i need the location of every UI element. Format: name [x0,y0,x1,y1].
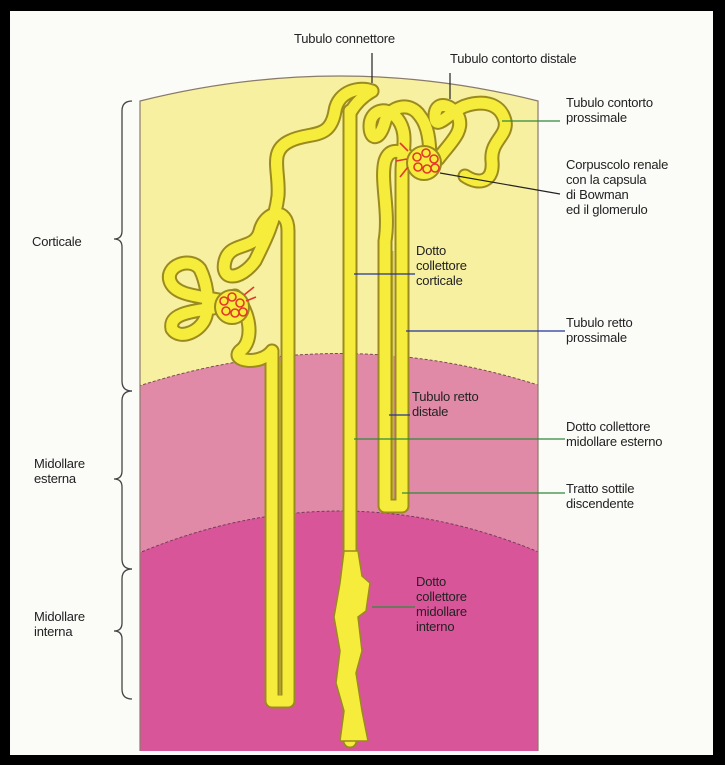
label-line: esterna [34,471,85,486]
label-line: Tubulo contorto [566,95,653,110]
diagram-frame: Corticale Midollare esterna Midollare in… [10,11,713,755]
label-line: Tratto sottile [566,481,634,496]
label-distal-convoluted-tubule: Tubulo contorto distale [450,51,576,66]
label-line: Dotto collettore [566,419,662,434]
inner-medulla-brace [114,569,132,699]
label-line: di Bowman [566,187,668,202]
label-renal-corpuscle: Corpuscolo renale con la capsula di Bowm… [566,157,668,217]
label-line: interna [34,624,85,639]
label-proximal-straight-tubule: Tubulo retto prossimale [566,315,633,345]
label-line: interno [416,619,467,634]
label-distal-straight-tubule: Tubulo retto distale [412,389,479,419]
label-line: prossimale [566,110,653,125]
label-inner-medulla: Midollare interna [34,609,85,639]
label-line: collettore [416,589,467,604]
label-line: Tubulo retto [566,315,633,330]
label-thin-descending-limb: Tratto sottile discendente [566,481,634,511]
label-outer-medullary-collecting-duct: Dotto collettore midollare esterno [566,419,662,449]
label-line: Dotto [416,243,467,258]
label-line: Dotto [416,574,467,589]
label-line: discendente [566,496,634,511]
label-line: collettore [416,258,467,273]
label-line: Midollare [34,456,85,471]
label-cortex: Corticale [32,234,82,249]
label-line: midollare [416,604,467,619]
cortex-brace [114,101,132,391]
outer-medulla-brace [114,391,132,569]
label-line: distale [412,404,479,419]
label-line: Tubulo retto [412,389,479,404]
label-connecting-tubule: Tubulo connettore [294,31,395,46]
region-braces [114,101,132,699]
label-line: midollare esterno [566,434,662,449]
label-inner-medullary-collecting-duct: Dotto collettore midollare interno [416,574,467,634]
label-line: Midollare [34,609,85,624]
label-proximal-convoluted-tubule: Tubulo contorto prossimale [566,95,653,125]
label-line: corticale [416,273,467,288]
label-line: prossimale [566,330,633,345]
label-outer-medulla: Midollare esterna [34,456,85,486]
label-line: Corpuscolo renale [566,157,668,172]
label-line: ed il glomerulo [566,202,668,217]
label-line: con la capsula [566,172,668,187]
label-cortical-collecting-duct: Dotto collettore corticale [416,243,467,288]
